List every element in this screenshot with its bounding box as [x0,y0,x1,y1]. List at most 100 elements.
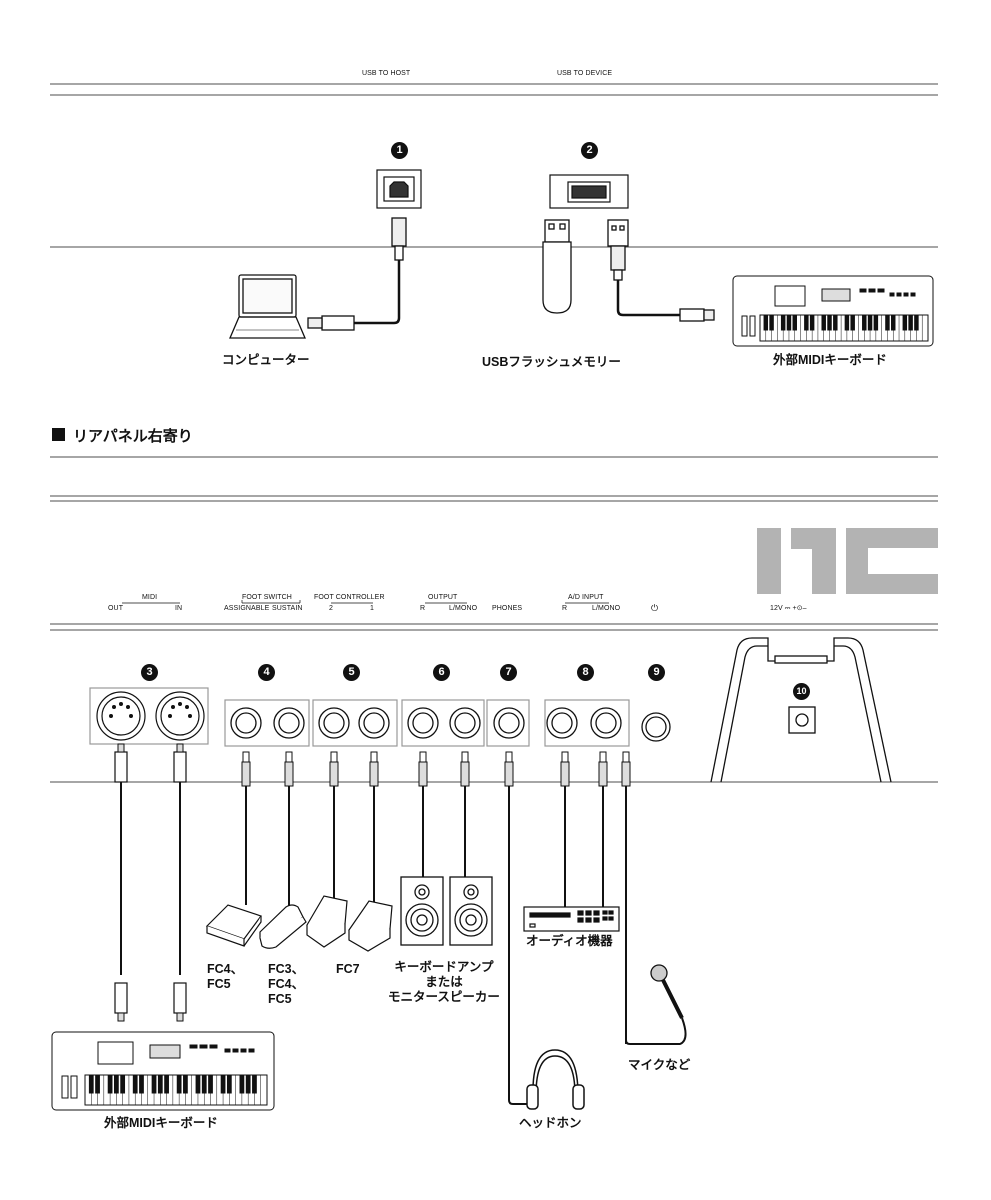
jack-socket [273,707,305,739]
midi-out-plug-kb-neck [117,1012,125,1022]
fc4-pedal-icon [205,904,262,947]
section-title-square [52,428,65,441]
phones-label: PHONES [492,605,523,612]
callout-8: 8 [577,664,594,681]
black-key [245,1074,251,1094]
rear-panel-lines [50,495,938,783]
midi-in-plug-kb [173,982,187,1014]
black-key [850,314,855,331]
audio-cable-r-body [560,761,570,787]
headphones-caption: ヘッドホン [519,1116,582,1130]
midi-out-label: OUT [108,605,124,612]
jack-panel-boxes [224,699,630,747]
power-switch [641,712,671,742]
black-key [195,1074,201,1094]
black-key [885,314,890,331]
section-title: リアパネル右寄り [73,428,193,445]
computer-caption: コンピューター [222,353,310,367]
audio-cable-r-tip [561,751,569,763]
callout-7: 7 [500,664,517,681]
black-key [908,314,913,331]
black-key [183,1074,188,1094]
black-key [107,1074,113,1094]
ad-input-title: A/D INPUT [568,594,604,601]
jacks [230,707,622,739]
black-key [786,314,792,331]
black-key [833,314,838,331]
jack-inner [363,712,385,734]
foot-switch-title: FOOT SWITCH [242,594,292,601]
output-r-label: R [420,605,426,612]
black-key [914,314,919,331]
computer-icon [229,274,306,339]
black-key [220,1074,226,1094]
black-key [95,1074,100,1094]
audio-device-caption: オーディオ機器 [526,934,613,948]
midi-in-label: IN [175,605,183,612]
jack-inner [323,712,345,734]
black-key [164,1074,169,1094]
mic-caption: マイクなど [628,1058,691,1072]
black-key [769,314,774,331]
fc7-cable-1-tip [330,751,338,763]
audio-cable-l-body [598,761,608,787]
jack-socket [407,707,439,739]
fc3-fc4-fc5-caption: FC3、 FC4、 FC5 [268,962,305,1006]
midi-in-plug-neck [176,743,184,753]
midi-in-plug-kb-neck [176,1012,184,1022]
speaker-cable-r-tip [461,751,469,763]
keyboard-icon-top [732,275,934,347]
black-key [763,314,769,331]
fc4-cable-body [241,761,251,787]
usb-to-device-port [549,174,629,209]
sustain-label: SUSTAIN [272,605,303,612]
usb-to-host-label: USB TO HOST [362,70,411,77]
black-key [809,314,815,331]
fc7-pedal-1-icon [306,895,348,948]
jack-inner [412,712,434,734]
amp-speaker-caption: キーボードアンプ または モニタースピーカー [388,960,500,1004]
black-key [804,314,809,331]
usb-host-cable [307,217,407,331]
fc7-cable-1-body [329,761,339,787]
callout-10: 10 [793,683,810,700]
usb-flash-caption: USBフラッシュメモリー [482,355,621,369]
fc3-pedal-icon [259,904,307,949]
jack-inner [235,712,257,734]
black-key [208,1074,213,1094]
fc4-fc5-caption: FC4、 FC5 [207,962,244,991]
callout-2: 2 [581,142,598,159]
fc7-cable-2-body [369,761,379,787]
usb-to-device-label: USB TO DEVICE [557,70,613,77]
black-key [176,1074,182,1094]
black-key [226,1074,232,1094]
midi-ports [89,687,209,745]
black-key [201,1074,207,1094]
output-lmono-label: L/MONO [449,605,478,612]
jack-socket [449,707,481,739]
midi-out-plug [114,751,128,783]
speaker-icons [400,876,493,946]
cables [114,743,631,1100]
black-key [867,314,873,331]
mic-cable-tip [622,751,630,763]
jack-socket [318,707,350,739]
callout-3: 3 [141,664,158,681]
jack-inner [595,712,617,734]
ad-input-r-label: R [562,605,568,612]
black-key [902,314,908,331]
fc-2-label: 2 [329,605,333,612]
fc3-cable-body [284,761,294,787]
microphone-icon [625,790,687,1045]
jack-socket [590,707,622,739]
fc7-caption: FC7 [336,962,360,976]
jack-inner [498,712,520,734]
jack-socket [493,707,525,739]
usb-flash-drive-icon [542,219,572,314]
usb-to-host-port [376,169,422,209]
midi-title: MIDI [142,594,158,601]
fc4-cable-tip [242,751,250,763]
jack-inner [454,712,476,734]
black-key [120,1074,126,1094]
